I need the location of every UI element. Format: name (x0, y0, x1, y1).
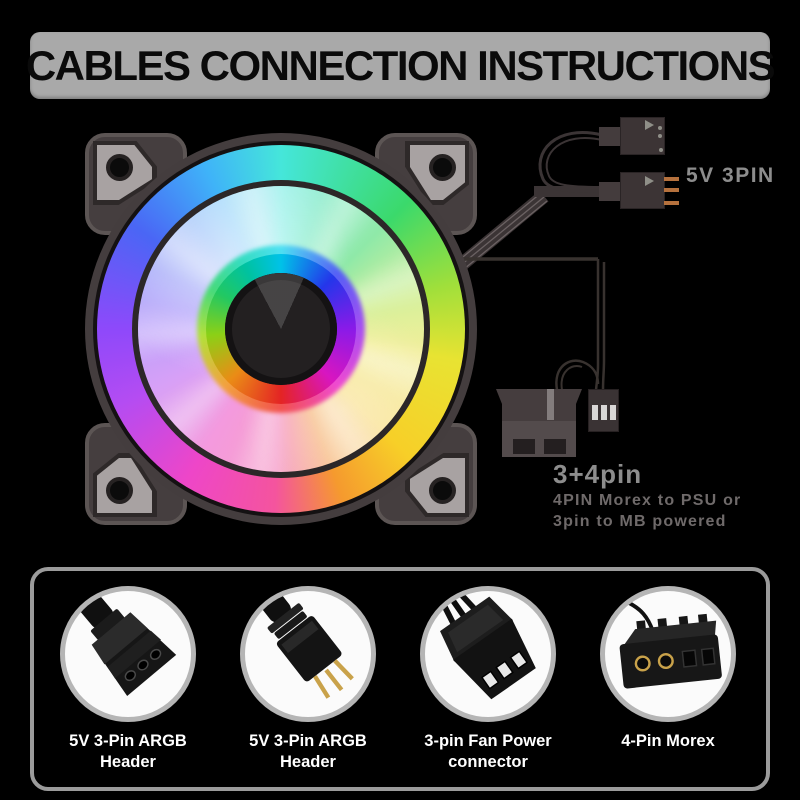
argb-fan (85, 133, 477, 525)
legend-label: 4-Pin Morex (621, 732, 715, 750)
legend-label: 5V 3-Pin ARGB Header (249, 732, 367, 771)
fan-power-connector-photo (420, 586, 556, 722)
legend-item-fan-power: 3-pin Fan Power connector (398, 586, 578, 773)
fan-power-connector-icon (429, 591, 536, 700)
legend-label: 3-pin Fan Power connector (424, 732, 552, 771)
molex-connector (502, 403, 576, 457)
connector-pin (610, 405, 616, 420)
fan-hub (225, 273, 337, 385)
argb-male-header-icon (245, 591, 354, 699)
argb-female-header-icon (65, 591, 177, 696)
fan-screw-hole (429, 477, 456, 504)
molex-slot (544, 439, 566, 454)
fan-screw-hole (429, 154, 456, 181)
argb-male-connector-stub (599, 182, 622, 201)
legend-item-argb-female: 5V 3-Pin ARGB Header (38, 586, 218, 773)
connector-pin (664, 188, 679, 192)
legend-label: 5V 3-Pin ARGB Header (69, 732, 187, 771)
argb-female-connector-stub (599, 127, 622, 146)
argb-connector-label: 5V 3PIN (686, 164, 775, 187)
power-connector-description: 4PIN Morex to PSU or 3pin to MB powered (553, 492, 742, 530)
fan-blades (138, 186, 424, 472)
fan-power-3pin-connector (588, 389, 619, 432)
connector-arrow-icon (645, 176, 654, 186)
argb-male-connector (620, 172, 665, 209)
molex-slot (513, 439, 535, 454)
molex-connector-flange (496, 389, 582, 404)
molex-connector-icon (619, 600, 722, 689)
connector-pin (664, 201, 679, 205)
argb-male-header-photo (240, 586, 376, 722)
connector-pin (592, 405, 598, 420)
argb-female-header-photo (60, 586, 196, 722)
molex-wire (547, 389, 554, 420)
connector-pin (664, 177, 679, 181)
title-banner: CABLES CONNECTION INSTRUCTIONS (26, 32, 776, 99)
fan-screw-hole (106, 154, 133, 181)
fan-screw-hole (106, 477, 133, 504)
argb-female-connector (620, 117, 665, 155)
molex-connector-photo (600, 586, 736, 722)
connector-arrow-icon (645, 120, 654, 130)
page-title: CABLES CONNECTION INSTRUCTIONS (25, 41, 776, 89)
connector-pin (601, 405, 607, 420)
legend-item-molex: 4-Pin Morex (578, 586, 758, 752)
power-connector-label: 3+4pin (553, 459, 643, 489)
legend-item-argb-male: 5V 3-Pin ARGB Header (218, 586, 398, 773)
